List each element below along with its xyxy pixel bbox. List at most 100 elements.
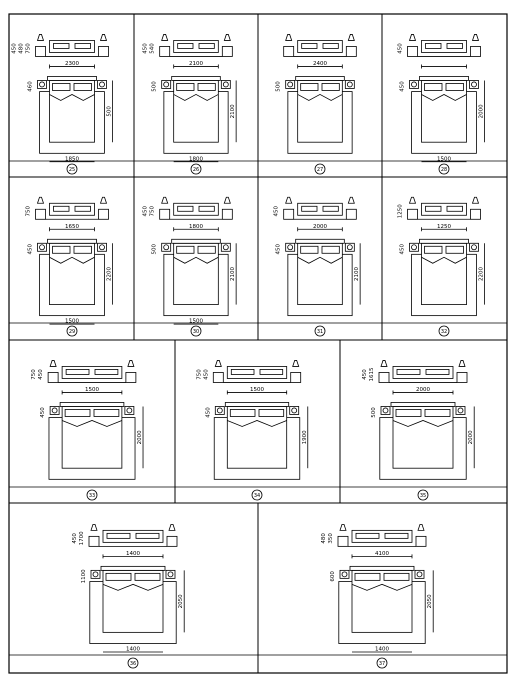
headboard <box>171 76 221 81</box>
blanket-fold <box>421 94 467 101</box>
panel-number: 26 <box>193 167 199 173</box>
bed-width-label: 1800 <box>189 156 203 162</box>
headboard-elevation <box>297 202 343 216</box>
lamp-symbol <box>39 244 45 251</box>
lamp-symbol <box>416 571 423 578</box>
panel-number-circle <box>190 163 202 175</box>
headboard <box>59 402 125 407</box>
panel-number-circle <box>314 325 326 337</box>
side-dimension-label: 2200 <box>478 266 484 280</box>
pillow <box>354 572 381 581</box>
nightstand <box>455 406 466 415</box>
nightstand <box>220 80 231 89</box>
side-dimension-label: 2050 <box>427 594 433 608</box>
headboard <box>419 76 469 81</box>
headboard <box>419 238 469 244</box>
lamp-symbol <box>126 407 133 414</box>
depth-dimension-label: 500 <box>276 81 282 92</box>
depth-dimension-label: 500 <box>371 407 377 418</box>
headboard-elevation <box>421 202 467 216</box>
lamp-elevation <box>36 196 45 204</box>
lamp-elevation <box>161 34 169 41</box>
pillow-elevation <box>65 369 90 375</box>
pillow-elevation <box>396 369 421 375</box>
dimension-label: 2000 <box>416 387 430 393</box>
blanket-fold <box>102 583 164 591</box>
height-dimension-label: 750 <box>26 43 32 54</box>
height-dimension-label: 750 <box>26 206 32 217</box>
lamp-elevation <box>347 196 355 204</box>
headboard-elevation <box>61 366 123 379</box>
lamp-elevation <box>417 523 425 531</box>
nightstand-elevation <box>407 208 418 220</box>
panel-number: 33 <box>89 493 95 499</box>
headboard <box>295 76 345 81</box>
pillow-elevation <box>446 43 463 49</box>
height-dimension-label: 480 <box>19 43 25 54</box>
headboard-elevation <box>49 40 95 53</box>
pillow-elevation <box>53 205 70 212</box>
nightstand <box>289 406 300 415</box>
side-dimension-label: 2100 <box>230 266 236 280</box>
pillow <box>424 409 451 417</box>
nightstand-elevation <box>415 535 427 547</box>
lamp-elevation <box>99 196 108 204</box>
nightstand <box>409 242 419 252</box>
nightstand <box>97 80 107 89</box>
blanket-fold <box>61 420 123 427</box>
nightstand-elevation <box>98 46 109 57</box>
lamp-elevation <box>458 360 466 367</box>
pillow-elevation <box>446 205 463 212</box>
nightstand <box>285 242 296 252</box>
height-dimension-label: 450 <box>72 533 78 544</box>
lamp-symbol <box>346 244 353 251</box>
pillow-elevation <box>74 205 91 212</box>
pillow <box>52 245 71 254</box>
pillow <box>445 245 464 254</box>
pillow <box>176 245 195 254</box>
pillow-elevation <box>198 205 215 212</box>
nightstand-elevation <box>378 372 390 383</box>
panel-number-circle <box>376 657 388 669</box>
lamp-symbol <box>163 244 170 251</box>
pillow <box>321 83 340 91</box>
lamp-elevation <box>347 34 355 41</box>
height-dimension-label: 350 <box>328 533 334 544</box>
nightstand <box>49 406 60 415</box>
lamp-symbol <box>411 244 417 251</box>
height-dimension-label: 1250 <box>398 204 404 218</box>
depth-dimension-label: 500 <box>152 81 158 92</box>
nightstand <box>339 569 350 579</box>
blanket-fold <box>297 256 343 264</box>
pillow-elevation <box>425 43 442 49</box>
depth-dimension-label: 450 <box>276 244 282 255</box>
pillow <box>300 245 319 254</box>
lamp-symbol <box>287 244 294 251</box>
pillow <box>73 83 92 91</box>
blanket-fold <box>297 94 343 101</box>
lamp-elevation <box>90 523 98 531</box>
nightstand-elevation <box>221 208 233 220</box>
nightstand <box>220 242 231 252</box>
height-dimension-label: 450 <box>143 206 149 217</box>
panel-number: 29 <box>69 329 75 335</box>
nightstand-elevation <box>166 535 178 547</box>
pillow <box>176 83 195 91</box>
nightstand <box>469 80 479 89</box>
lamp-elevation <box>49 360 57 367</box>
blanket-fold <box>49 94 95 101</box>
lamp-symbol <box>99 81 105 88</box>
dimension-label: 1400 <box>126 551 140 557</box>
lamp-elevation <box>408 196 417 204</box>
lamp-symbol <box>222 81 229 88</box>
nightstand-elevation <box>407 46 418 57</box>
lamp-elevation <box>36 34 45 41</box>
nightstand-elevation <box>35 208 46 220</box>
panel-number: 31 <box>317 329 323 335</box>
